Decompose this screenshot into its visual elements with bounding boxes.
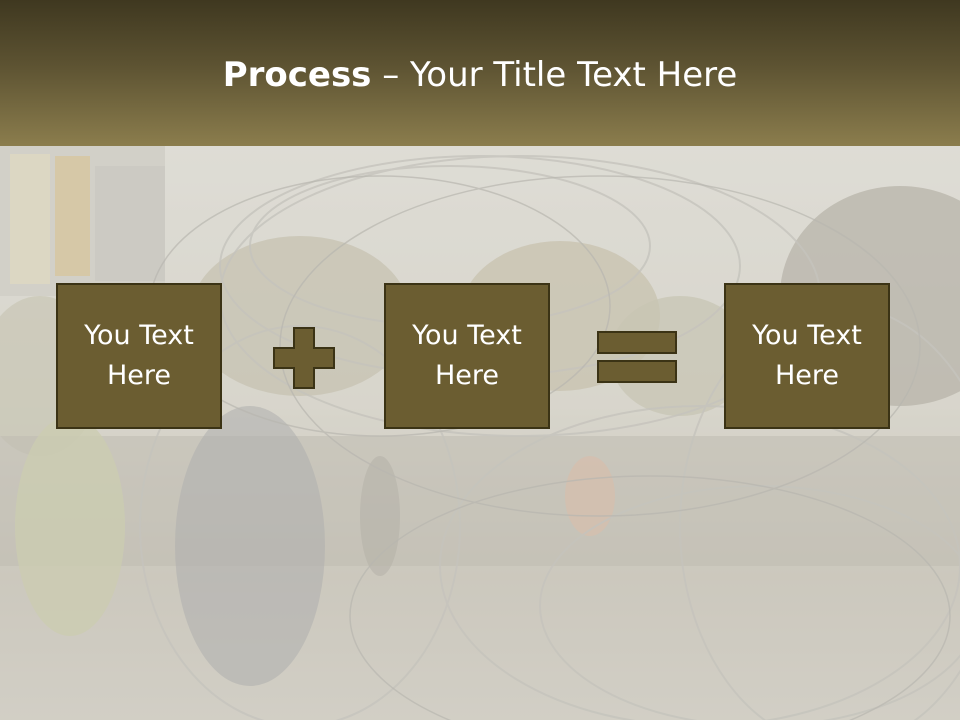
title-bold-text: Process xyxy=(222,55,372,95)
process-box-3-text: You Text Here xyxy=(752,320,862,391)
equals-icon xyxy=(597,331,677,383)
process-box-1-text: You Text Here xyxy=(84,320,194,391)
process-box-2[interactable]: You Text Here xyxy=(384,283,550,429)
process-box-2-text: You Text Here xyxy=(412,320,522,391)
process-box-1[interactable]: You Text Here xyxy=(56,283,222,429)
title-bar: Process – Your Title Text Here xyxy=(0,0,960,146)
background-photo xyxy=(0,146,960,720)
process-box-3[interactable]: You Text Here xyxy=(724,283,890,429)
title-rest-text: – Your Title Text Here xyxy=(371,55,738,95)
background-photo-illustration xyxy=(0,146,960,720)
plus-icon xyxy=(273,327,335,389)
slide-title: Process – Your Title Text Here xyxy=(0,52,960,98)
